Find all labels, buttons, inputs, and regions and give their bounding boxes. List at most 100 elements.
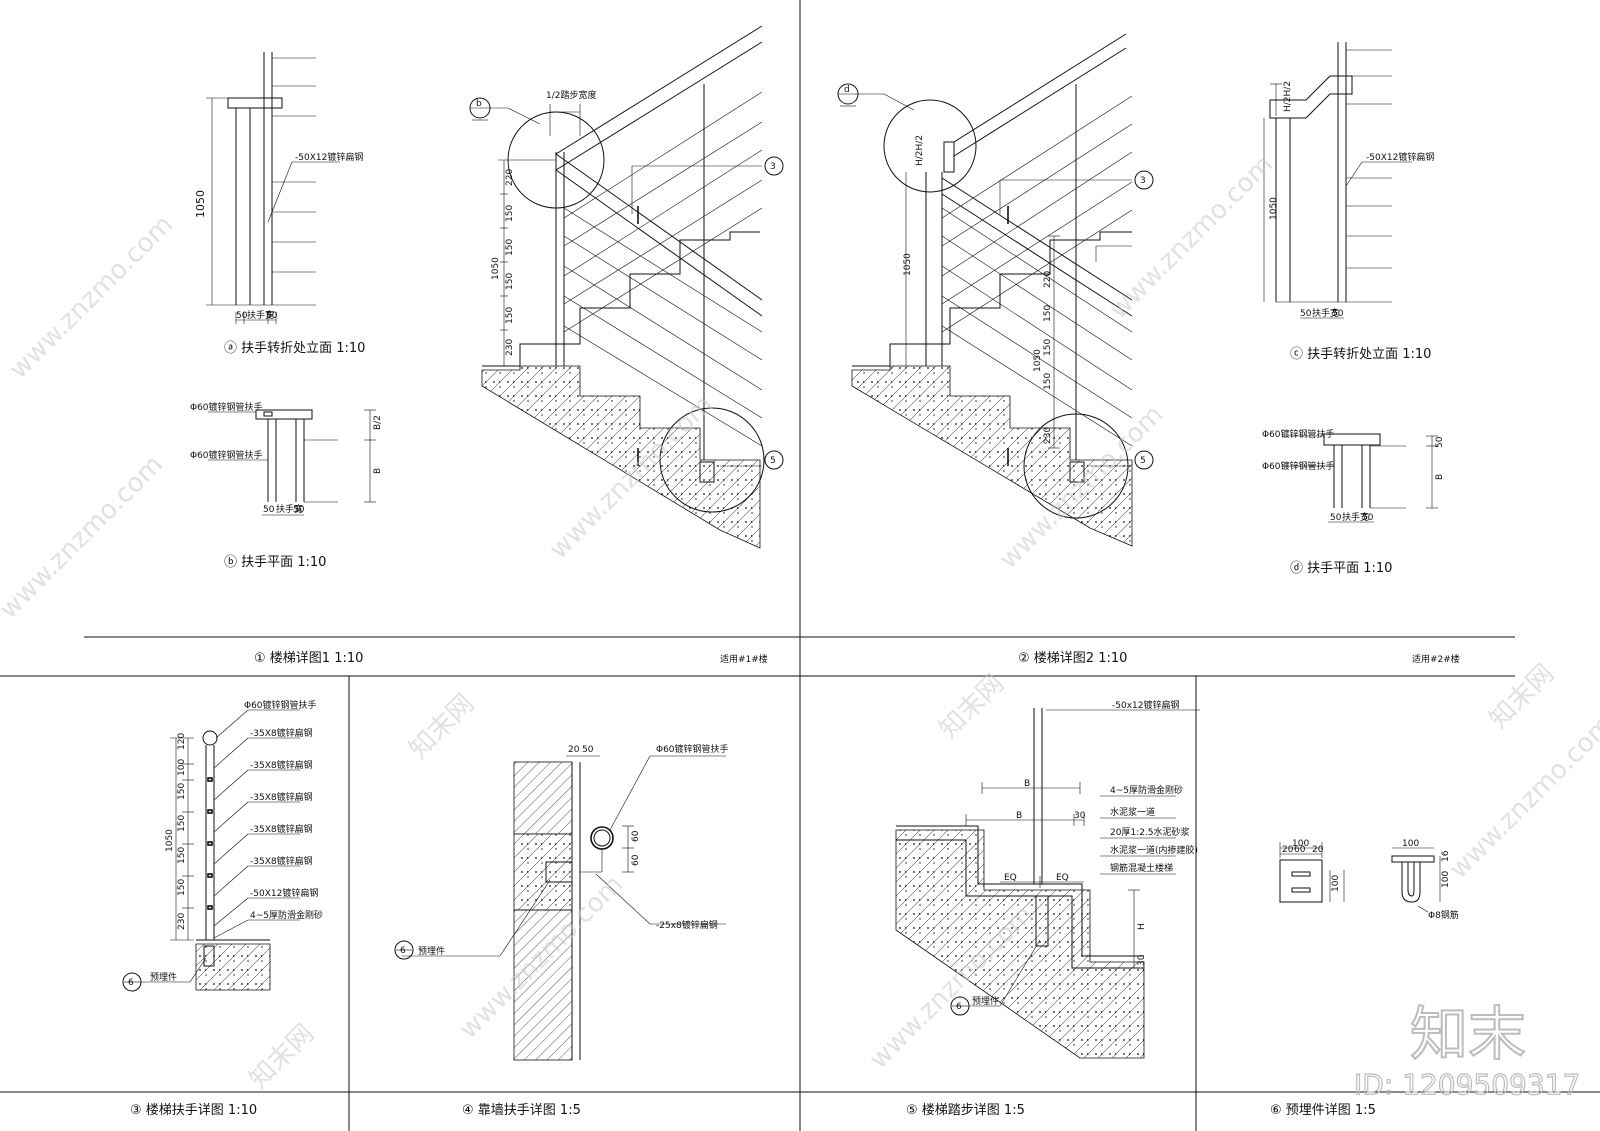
watermark-text-1: www.znzmo.com [4,210,179,385]
dim-s1-1050: 1050 [491,257,501,280]
dim-5-b: B [1016,811,1022,821]
dim-s1-150-d: 150 [505,307,515,324]
dim-6-100-u-side: 100 [1441,871,1451,888]
dim-b-b2: B/2 [373,415,383,430]
detail-5-stair-step [895,708,1200,1059]
title-detail-b: ⓑ 扶手平面 1:10 [224,555,326,570]
detail-3-handrail [122,709,300,992]
label-d-rail-bottom: Φ60镀锌钢管扶手 [1262,460,1335,472]
label-3-steel-1: -35X8镀锌扁钢 [250,727,313,739]
label-4-embed: 预埋件 [418,945,445,957]
dim-c-50-left: 50 [1300,309,1312,319]
label-3-anti-slip: 4~5厚防滑金刚砂 [250,909,323,921]
label-3-steel-3: -35X8镀锌扁钢 [250,791,313,803]
detail-a-elevation [206,52,340,324]
dim-c-1050: 1050 [1269,197,1279,220]
title-detail-3: ③ 楼梯扶手详图 1:10 [130,1103,257,1118]
detail-d-plan [1282,433,1438,523]
dim-3-150-a: 150 [177,783,187,800]
dim-3-230: 230 [177,913,187,930]
dim-3-150-c: 150 [177,847,187,864]
title-stair-1: ① 楼梯详图1 1:10 [254,651,363,666]
dim-5-eq-left: EQ [1004,873,1017,883]
dim-6-20-right: 20 [1312,845,1324,855]
marker-3-6: 6 [128,978,134,988]
dim-d-rail-width: 扶手宽 [1342,511,1369,523]
label-a-flat-steel: -50X12镀锌扁钢 [295,151,363,163]
label-5-finish-1: 水泥浆一道 [1110,806,1155,818]
dim-b-50-right: 50 [293,505,305,515]
dim-s2-230: 230 [1043,427,1053,444]
label-5-finish-4: 钢筋混凝土楼梯 [1110,862,1173,874]
dim-5-eq-right: EQ [1056,873,1069,883]
label-5-anti-slip: 4~5厚防滑金刚砂 [1110,784,1183,796]
dim-4-50: 50 [582,745,594,755]
dim-s2-1050: 1050 [903,253,913,276]
dim-3-150-b: 150 [177,815,187,832]
dim-b-50-left: 50 [263,505,275,515]
title-detail-a: ⓐ 扶手转折处立面 1:10 [224,341,365,356]
label-5-embed: 预埋件 [972,995,999,1007]
dim-6-60: 60 [1294,845,1306,855]
marker-5-6: 6 [956,1002,962,1012]
dim-s2-150-c: 150 [1043,373,1053,390]
watermark-text-2: www.znzmo.com [0,450,169,625]
label-5-finish-2: 20厚1:2.5水泥砂浆 [1110,826,1190,838]
marker-s2-3: 3 [1140,176,1146,186]
dim-s2-220: 220 [1043,271,1053,288]
watermark-text-8: www.znzmo.com [1444,710,1600,885]
watermark-brand-1: 知末网 [404,689,480,765]
marker-4-6: 6 [400,946,406,956]
dim-3-1050: 1050 [165,829,175,852]
dim-b-rail-width: 扶手宽 [276,503,303,515]
dim-d-50: 50 [1435,436,1445,448]
label-6-rebar: Φ8钢筋 [1428,909,1459,921]
watermark-brand-3: 知末网 [1484,659,1560,735]
dim-s1-150-b: 150 [505,239,515,256]
dim-s2-h2: H/2H/2 [915,135,925,166]
dim-4-60-a: 60 [631,830,641,842]
dim-5-b-top: B [1024,779,1030,789]
dim-3-150-d: 150 [177,879,187,896]
dim-a-50-right: 50 [266,311,278,321]
dim-6-100-side: 100 [1331,875,1341,892]
marker-s1-b: b [476,99,482,109]
label-b-rail-bottom: Φ60镀锌钢管扶手 [190,449,263,461]
dim-s2-150-a: 150 [1043,305,1053,322]
dim-b-b: B [373,468,383,474]
dim-s1-150-c: 150 [505,273,515,290]
watermark-brand-4: 知末网 [244,1019,320,1095]
stair-detail-2 [837,33,1154,547]
dim-5-30: 30 [1074,811,1086,821]
label-3-embed: 预埋件 [150,971,177,983]
label-3-steel-5: -35X8镀锌扁钢 [250,855,313,867]
dim-a-50-left: 50 [236,311,248,321]
label-5-flat-steel: -50x12镀锌扁钢 [1112,699,1179,711]
title-detail-6: ⑥ 预埋件详图 1:5 [1270,1103,1376,1118]
marker-s2-5: 5 [1140,456,1146,466]
title-detail-4: ④ 靠墙扶手详图 1:5 [462,1103,581,1118]
marker-s2-d: d [844,85,850,95]
dim-s2-1050-inner: 1050 [1033,349,1043,372]
label-c-flat-steel: -50X12镀锌扁钢 [1366,151,1434,163]
dim-s1-220: 220 [505,169,515,186]
dim-6-100-u: 100 [1402,839,1419,849]
dim-5-30-right: 30 [1137,954,1147,966]
marker-s1-5: 5 [770,456,776,466]
label-3-steel-4: -35X8镀锌扁钢 [250,823,313,835]
detail-c-elevation [1263,42,1412,319]
dim-s1-230: 230 [505,339,515,356]
label-3-rail: Φ60镀锌钢管扶手 [244,699,317,711]
detail-4-wall-handrail [394,755,726,1061]
dim-c-rail-width: 扶手宽 [1312,307,1339,319]
dim-4-60-b: 60 [631,854,641,866]
label-d-rail-top: Φ60镀锌钢管扶手 [1262,428,1335,440]
stair-detail-1 [469,25,784,549]
label-3-steel-2: -35X8镀锌扁钢 [250,759,313,771]
label-5-finish-3: 水泥浆一道(内掺建胶) [1110,844,1198,856]
title-stair-2: ② 楼梯详图2 1:10 [1018,651,1127,666]
dim-3-100: 100 [177,759,187,776]
dim-a-rail-width: 扶手宽 [247,309,274,321]
